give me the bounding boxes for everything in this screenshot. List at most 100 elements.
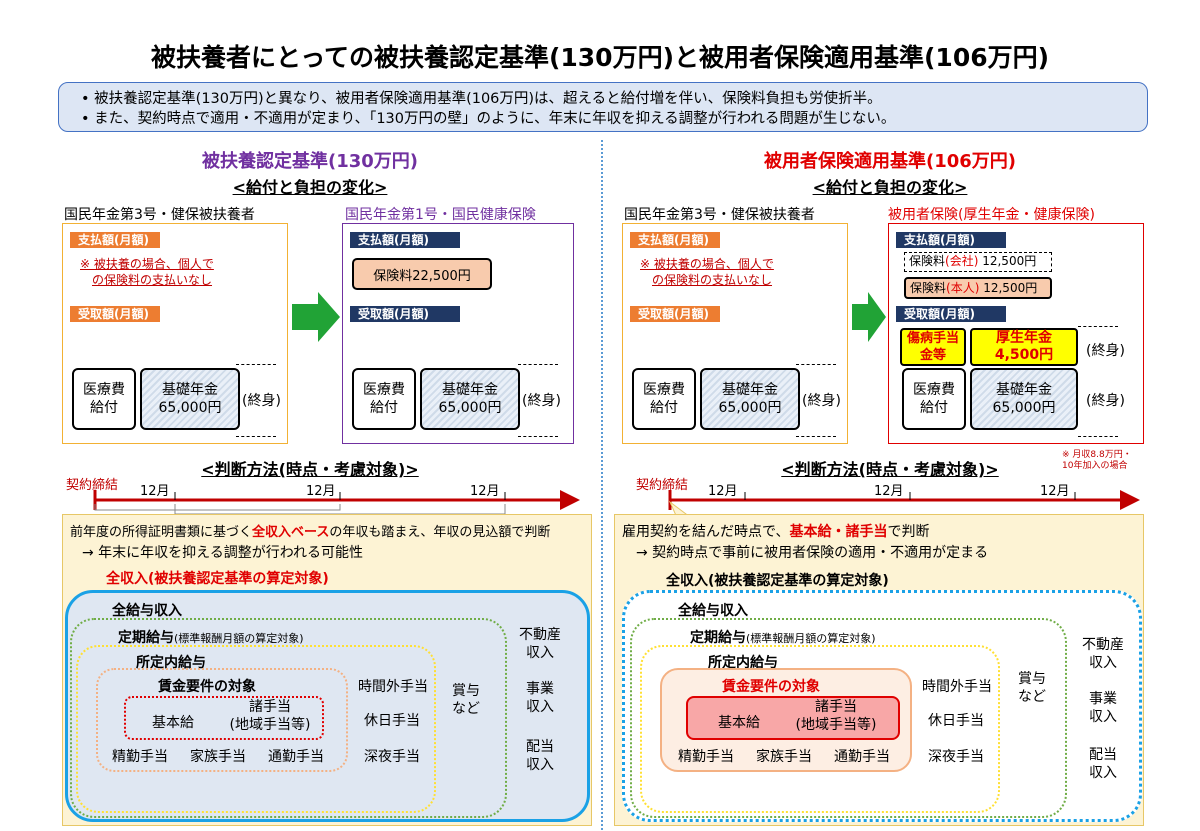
left-wage-target-box: [124, 696, 324, 740]
right-sickness-benefit: 傷病手当 金等: [900, 328, 966, 366]
right-before-recv-tag: 受取額(月額): [630, 306, 720, 322]
right-realestate: 不動産 収入: [1074, 636, 1132, 672]
dash-line: [796, 436, 836, 437]
right-diligence: 精勤手当: [678, 749, 734, 765]
right-before-basic-pension: 基礎年金 65,000円: [700, 368, 800, 430]
premium-company-tag: (会社): [945, 254, 979, 268]
right-all-salary: 全給与収入: [678, 603, 748, 619]
basic-pension-line2: 65,000円: [158, 400, 222, 416]
right-regular-pay-row: 定期給与(標準報酬月額の算定対象): [690, 627, 876, 647]
right-month-2: 12月: [874, 484, 904, 499]
realestate-line1: 不動産: [519, 627, 561, 643]
right-after-basic-pension: 基礎年金 65,000円: [970, 368, 1078, 430]
business-line2: 収入: [526, 699, 554, 715]
left-before-note-1: ※ 被扶養の場合、個人で: [80, 257, 214, 271]
left-judge-line-2: → 年末に年収を抑える調整が行われる可能性: [82, 545, 364, 561]
judge-highlight: 全収入ベース: [252, 525, 330, 540]
judge-text: 前年度の所得証明書類に基づく: [70, 525, 253, 540]
premium-self-tag: (本人): [946, 281, 980, 295]
dash-line: [236, 436, 276, 437]
dash-line: [518, 436, 558, 437]
allowance-line1: 諸手当: [815, 699, 857, 715]
right-wage-target-box: [686, 696, 900, 740]
left-regular-pay-ring: [76, 645, 436, 813]
left-month-2: 12月: [306, 484, 336, 499]
dash-line: [236, 364, 276, 365]
left-commute: 通勤手当: [268, 749, 324, 765]
left-after-recv-tag: 受取額(月額): [350, 306, 460, 322]
right-month-1: 12月: [708, 484, 738, 499]
bonus-line2: など: [452, 701, 480, 717]
left-subheading: <給付と負担の変化>: [232, 178, 388, 197]
left-business: 事業 収入: [512, 680, 568, 716]
left-judge-title: <判断方法(時点・考慮対象)>: [201, 460, 419, 479]
allowance-line1: 諸手当: [249, 699, 291, 715]
right-night: 深夜手当: [928, 749, 984, 765]
left-overtime: 時間外手当: [358, 679, 428, 695]
left-month-1: 12月: [140, 484, 170, 499]
regular-pay-label: 定期給与: [118, 630, 174, 646]
right-contract-label: 契約締結: [636, 478, 689, 493]
left-base-pay: 基本給: [152, 715, 194, 731]
dash-line: [1078, 326, 1118, 327]
left-after-lifetime: (終身): [522, 393, 561, 409]
left-heading: 被扶養認定基準(130万円): [201, 151, 419, 172]
allowance-line2: (地域手当等): [795, 717, 877, 733]
allowance-line2: (地域手当等): [229, 717, 311, 733]
right-overtime: 時間外手当: [922, 679, 992, 695]
dividend-line2: 収入: [526, 757, 554, 773]
bonus-line2: など: [1018, 689, 1046, 705]
right-after-lifetime: (終身): [1086, 393, 1125, 409]
business-line1: 事業: [1089, 691, 1117, 707]
summary-line-1: • 被扶養認定基準(130万円)と異なり、被用者保険適用基準(106万円)は、超…: [81, 91, 882, 107]
basic-pension-line1: 基礎年金: [442, 382, 498, 398]
right-wage-target: 賃金要件の対象: [722, 679, 820, 695]
basic-pension-line2: 65,000円: [992, 400, 1056, 416]
right-month-3: 12月: [1040, 484, 1070, 499]
right-dividend: 配当 収入: [1074, 746, 1132, 782]
right-base-pay: 基本給: [718, 715, 760, 731]
dash-line: [518, 364, 558, 365]
regular-pay-label: 定期給与: [690, 630, 746, 646]
left-month-3: 12月: [470, 484, 500, 499]
basic-pension-line1: 基礎年金: [162, 382, 218, 398]
right-commute: 通勤手当: [834, 749, 890, 765]
left-dividend: 配当 収入: [512, 738, 568, 774]
right-before-note-1: ※ 被扶養の場合、個人で: [640, 257, 774, 271]
right-allowance: 諸手当 (地域手当等): [784, 698, 888, 734]
left-before-recv-tag: 受取額(月額): [70, 306, 160, 322]
left-regular-pay-row: 定期給与(標準報酬月額の算定対象): [118, 627, 304, 647]
page-title: 被扶養者にとっての被扶養認定基準(130万円)と被用者保険適用基準(106万円): [150, 43, 1050, 72]
right-kosei-lifetime: (終身): [1086, 343, 1125, 359]
sickness-line2: 金等: [919, 348, 946, 363]
right-scheduled-pay: 所定内給与: [708, 655, 778, 671]
right-judge-title: <判断方法(時点・考慮対象)>: [781, 460, 999, 479]
left-total-income: 全収入(被扶養認定基準の算定対象): [106, 571, 329, 587]
left-before-medical: 医療費 給付: [72, 368, 136, 430]
left-realestate: 不動産 収入: [512, 626, 568, 662]
realestate-line1: 不動産: [1082, 637, 1124, 653]
bonus-line1: 賞与: [452, 683, 480, 699]
left-holiday: 休日手当: [364, 713, 420, 729]
dash-line: [1078, 436, 1118, 437]
arrow-right-icon: [292, 292, 340, 342]
right-after-recv-tag: 受取額(月額): [896, 306, 1006, 322]
right-bonus: 賞与 など: [1012, 670, 1052, 706]
right-business: 事業 収入: [1074, 690, 1132, 726]
dash-line: [796, 364, 836, 365]
left-scheduled-pay-ring: [96, 668, 348, 772]
dividend-line2: 収入: [1089, 765, 1117, 781]
left-after-medical: 医療費 給付: [352, 368, 416, 430]
business-line2: 収入: [1089, 709, 1117, 725]
left-contract-label: 契約締結: [66, 478, 119, 493]
judge-text: で判断: [887, 524, 930, 540]
right-premium-company: 保険料(会社) 12,500円: [904, 252, 1052, 272]
left-after-pay-tag: 支払額(月額): [350, 232, 460, 248]
center-divider: [601, 140, 603, 830]
right-after-medical: 医療費 給付: [902, 368, 966, 430]
left-before-pay-tag: 支払額(月額): [70, 232, 160, 248]
right-heading: 被用者保険適用基準(106万円): [763, 151, 1017, 172]
left-after-label: 国民年金第1号・国民健康保険: [345, 207, 536, 223]
judge-text: の年収も踏まえ、年収の見込額で判断: [329, 525, 551, 540]
right-footnote: ※ 月収8.8万円・ 10年加入の場合: [1062, 450, 1132, 472]
